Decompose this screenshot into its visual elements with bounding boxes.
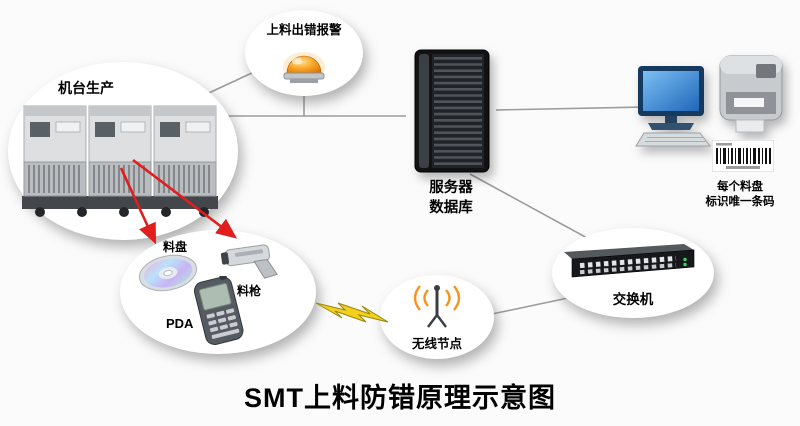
reel-label: 料盘 [163, 240, 188, 254]
machine-production-label: 机台生产 [58, 80, 114, 96]
pda-label: PDA [166, 316, 194, 331]
node-workstation: 每个料盘 标识唯一条码 [630, 50, 798, 222]
scan-gun-image [220, 244, 278, 279]
node-wireless: 无线节点 [380, 275, 494, 359]
wireless-label: 无线节点 [411, 337, 462, 351]
server-label-line2: 数据库 [429, 200, 473, 216]
machine-module-3 [153, 105, 217, 197]
barcode-image [712, 140, 774, 172]
antenna-icon [413, 285, 461, 328]
label-printer-image [719, 55, 783, 133]
machine-module-1 [23, 105, 87, 197]
node-switch: 交换机 [552, 228, 714, 318]
node-loading-error-alarm: 上料出错报警 [245, 10, 363, 96]
gun-label: 料枪 [237, 284, 262, 298]
alarm-beacon-icon [283, 52, 325, 83]
reel-disc-image [138, 254, 198, 292]
node-server-database: 服务器 数据库 [405, 48, 505, 218]
pda-image [193, 276, 244, 346]
computer-image [635, 66, 712, 147]
node-machine-production: 机台生产 [8, 62, 238, 240]
diagram-title: SMT上料防错原理示意图 [244, 383, 556, 413]
switch-image [564, 244, 695, 278]
alarm-label: 上料出错报警 [266, 23, 342, 37]
node-handheld-group: 料盘 料枪 [120, 230, 316, 354]
switch-label: 交换机 [612, 292, 654, 307]
workstation-caption-line2: 标识唯一条码 [705, 196, 775, 208]
server-label-line1: 服务器 [429, 180, 473, 196]
workstation-caption-line1: 每个料盘 [717, 181, 763, 193]
server-tower-image [414, 49, 490, 173]
machine-module-2 [88, 105, 152, 197]
gray-connectors [197, 71, 645, 315]
smt-machines-image [22, 105, 218, 217]
